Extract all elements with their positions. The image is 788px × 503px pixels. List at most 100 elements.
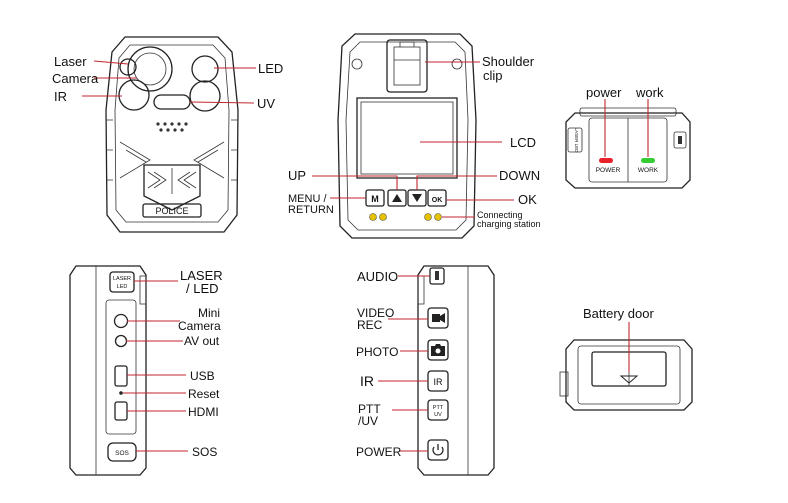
charge-contact-right-1 bbox=[424, 213, 432, 221]
leader-up bbox=[312, 175, 398, 190]
power-button-label: POWER bbox=[356, 445, 402, 459]
video-rec-button[interactable] bbox=[427, 307, 449, 329]
shoulder-clip bbox=[386, 39, 428, 93]
laser-led-switch[interactable] bbox=[109, 271, 135, 293]
front-side-ribs bbox=[106, 119, 238, 181]
power-icon bbox=[432, 444, 444, 456]
shoulder-clip-label-1: Shoulder bbox=[482, 54, 535, 69]
shoulder-clip-inner bbox=[393, 46, 421, 86]
ok-button[interactable] bbox=[427, 189, 447, 207]
sos-label: SOS bbox=[192, 445, 217, 459]
police-badge-text: POLICE bbox=[155, 206, 188, 216]
hdmi-port bbox=[114, 401, 128, 421]
charge-contact-left-1 bbox=[369, 213, 377, 221]
power-indicator-light bbox=[599, 158, 613, 163]
menu-label-2: RETURN bbox=[288, 204, 334, 216]
led-label: LED bbox=[258, 61, 283, 76]
left-side-outline bbox=[69, 265, 147, 476]
photo-button[interactable] bbox=[427, 339, 449, 361]
down-label: DOWN bbox=[499, 168, 540, 183]
sos-button[interactable] bbox=[107, 442, 137, 462]
menu-label-1: MENU / bbox=[288, 193, 327, 205]
right-side-view: IR PTT UV AUDIO VIDEO REC PHOTO IR PTT /… bbox=[356, 265, 495, 476]
top-view: LASER LED POWER WORK power work bbox=[565, 85, 691, 189]
work-label: work bbox=[635, 85, 664, 100]
photo-label: PHOTO bbox=[356, 345, 398, 359]
hdmi-label: HDMI bbox=[188, 405, 219, 419]
up-arrow-icon bbox=[392, 194, 402, 202]
bottom-side-tab bbox=[559, 371, 569, 397]
uv-label: UV bbox=[257, 96, 275, 111]
camera-lens-icon bbox=[127, 46, 173, 92]
left-clip-edge bbox=[139, 275, 147, 305]
back-screw-right bbox=[451, 58, 463, 70]
av-out-port bbox=[114, 334, 128, 348]
charge-contact-left-2 bbox=[379, 213, 387, 221]
mini-camera-port bbox=[113, 313, 129, 329]
connecting-label-2: charging station bbox=[477, 219, 541, 229]
audio-label: AUDIO bbox=[357, 269, 398, 284]
police-badge-plate bbox=[142, 203, 202, 218]
reset-hole[interactable] bbox=[119, 391, 123, 395]
laser-led-switch-text-1: LASER bbox=[113, 276, 131, 282]
bottom-body-outline bbox=[565, 339, 693, 411]
camera-lens-inner-icon bbox=[133, 52, 167, 86]
ok-button-text: OK bbox=[432, 197, 443, 204]
usb-label: USB bbox=[190, 369, 215, 383]
uv-lamp-icon bbox=[153, 94, 191, 110]
badge-stripes bbox=[147, 168, 197, 194]
laser-led-label-2: / LED bbox=[186, 281, 219, 296]
back-body-outline bbox=[337, 33, 477, 239]
front-body-inner bbox=[114, 44, 230, 223]
connecting-label-1: Connecting bbox=[477, 210, 523, 220]
battery-door-label: Battery door bbox=[583, 306, 654, 321]
up-label: UP bbox=[288, 168, 306, 183]
ir-label: IR bbox=[54, 89, 67, 104]
top-mic-port bbox=[673, 131, 687, 149]
right-clip-edge bbox=[417, 275, 425, 305]
charge-contact-right-2 bbox=[434, 213, 442, 221]
power-button[interactable] bbox=[427, 439, 449, 461]
work-indicator-light bbox=[641, 158, 655, 163]
leader-down bbox=[416, 175, 497, 190]
top-clip-edge bbox=[579, 107, 677, 117]
front-body-outline bbox=[105, 36, 239, 233]
ok-label: OK bbox=[518, 192, 537, 207]
sos-button-text: SOS bbox=[115, 450, 129, 457]
reset-label: Reset bbox=[188, 387, 220, 401]
battery-door-arrow-icon bbox=[619, 375, 639, 384]
led-icon bbox=[191, 55, 219, 83]
laser-led-switch-top[interactable] bbox=[567, 127, 583, 153]
work-indicator-text: WORK bbox=[638, 167, 659, 174]
front-chevrons bbox=[119, 141, 225, 179]
video-camera-icon bbox=[432, 313, 445, 323]
video-rec-label-1: VIDEO bbox=[357, 306, 394, 320]
front-view: POLICE Laser Camera IR LED UV bbox=[52, 36, 283, 233]
power-label: power bbox=[586, 85, 622, 100]
laser-led-label-1: LASER bbox=[180, 268, 223, 283]
back-view: M OK Shoulder clip LCD UP DOWN MENU / RE… bbox=[288, 33, 541, 239]
ptt-label-1: PTT bbox=[358, 402, 381, 416]
back-body-inner bbox=[345, 41, 469, 231]
power-indicator-text: POWER bbox=[596, 167, 621, 174]
lcd-screen bbox=[356, 97, 458, 179]
police-badge-icon bbox=[143, 164, 201, 211]
laser-label: Laser bbox=[54, 54, 87, 69]
ir-button-text: IR bbox=[434, 377, 444, 387]
top-body-outline bbox=[565, 112, 691, 189]
laser-led-switch-text-2: LED bbox=[117, 284, 128, 290]
laser-led-switch-top-text: LASER LED bbox=[574, 128, 579, 154]
ptt-label-2: /UV bbox=[358, 414, 378, 428]
back-screw-left bbox=[351, 58, 363, 70]
bottom-view: Battery door bbox=[559, 306, 693, 411]
right-side-outline bbox=[417, 265, 495, 476]
menu-button-text: M bbox=[371, 194, 379, 204]
ir-button-label: IR bbox=[360, 373, 374, 389]
audio-mic-icon bbox=[435, 271, 439, 280]
leader-laser bbox=[93, 60, 129, 65]
shoulder-clip-detail bbox=[394, 41, 420, 61]
mic-icon bbox=[678, 136, 682, 144]
laser-icon bbox=[119, 58, 137, 76]
speaker-grille bbox=[156, 122, 188, 132]
lcd-screen-inner bbox=[360, 101, 454, 175]
